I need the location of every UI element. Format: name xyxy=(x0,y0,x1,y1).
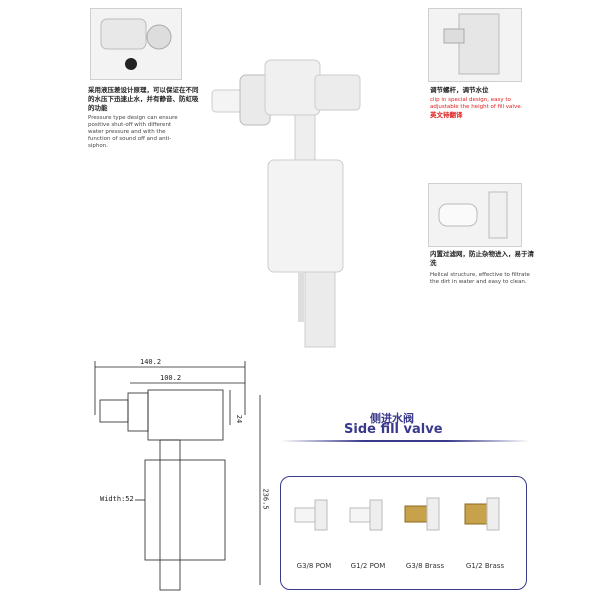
feature-1-en: Pressure type design can ensure positive… xyxy=(88,115,178,149)
dimension-drawing xyxy=(94,361,261,591)
fitting-g38-brass xyxy=(404,497,440,531)
fitting-label: G3/8 POM xyxy=(296,562,332,570)
fittings-images xyxy=(294,497,500,531)
feature-1-cn: 采用液压差设计原理，可以保证在不同的水压下迅速止水，并有静音、防虹吸的功能 xyxy=(88,86,199,112)
dim-total-width: 140.2 xyxy=(140,358,162,366)
fitting-label: G1/2 POM xyxy=(350,562,386,570)
feature-2-en: clip in special design, easy to adjustab… xyxy=(430,97,523,110)
filter-detail-photo xyxy=(428,183,522,247)
dim-top-height: 24 xyxy=(235,414,244,424)
anti-siphon-detail-photo xyxy=(90,8,182,80)
title-divider xyxy=(280,440,530,442)
valve-part-icon xyxy=(100,18,172,70)
feature-2-note: 英文待翻译 xyxy=(430,111,463,119)
fitting-g12-pom xyxy=(349,499,383,531)
feature-2-cn: 调节螺杆，调节水位 xyxy=(430,86,489,94)
fitting-label: G3/8 Brass xyxy=(405,562,445,570)
dim-inner-width: 100.2 xyxy=(160,374,182,382)
feature-3-cn: 内置过滤网，防止杂物进入，易于清洗 xyxy=(430,250,534,267)
fill-valve-photo xyxy=(211,59,361,348)
fitting-label: G1/2 Brass xyxy=(465,562,505,570)
fitting-g12-brass xyxy=(464,497,500,531)
feature-3-en: Helical structure, effective to filtrate… xyxy=(430,272,530,285)
fitting-g38-pom xyxy=(294,499,328,531)
product-title-cn: 侧进水阀 xyxy=(370,412,414,425)
width-label: Width:52 xyxy=(100,495,134,503)
fittings-card xyxy=(280,476,527,590)
adjust-screw-detail-photo xyxy=(428,8,522,82)
dim-total-height: 236.5 xyxy=(261,488,270,510)
product-title-en: Side fill valve xyxy=(344,422,443,437)
